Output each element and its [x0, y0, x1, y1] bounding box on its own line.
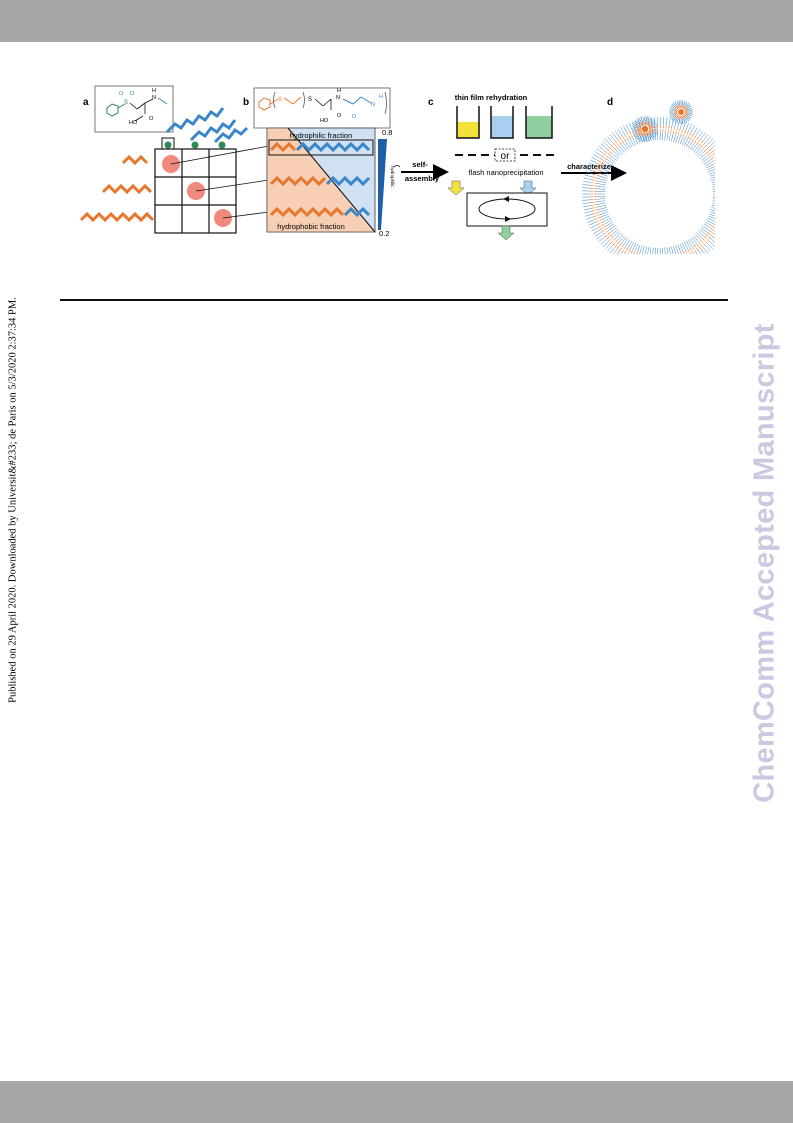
or-label: or — [501, 151, 511, 162]
scale-max-label: 0.8 — [382, 128, 392, 137]
beaker-3-fill — [526, 116, 552, 138]
header-bar — [0, 0, 793, 42]
arrow-self-label: self- — [412, 160, 428, 169]
hydrophilic-chain-1 — [165, 107, 225, 134]
publication-note: Published on 29 April 2020. Downloaded b… — [7, 297, 19, 703]
chem-b-h: H — [337, 88, 341, 94]
footer-bar — [0, 1081, 793, 1123]
hydrophobic-chain-1 — [121, 154, 149, 166]
chem-structure-box-b — [253, 87, 391, 129]
b-row3-blue — [343, 206, 371, 218]
b-row1-orange — [269, 141, 297, 153]
chem-a-s: S — [124, 100, 128, 106]
input-arrow-yellow-icon — [447, 180, 465, 196]
b-row3-orange — [269, 206, 345, 218]
flash-label: flash nanoprecipitation — [468, 168, 543, 177]
micelle-small-2 — [669, 100, 693, 124]
hydrophobic-chain-3 — [79, 211, 155, 223]
chem-a-o1: O — [119, 91, 124, 97]
chem-a-h: H — [152, 88, 156, 94]
beaker-1 — [456, 106, 480, 139]
chem-a-ho: HO — [129, 120, 138, 126]
chem-structure-box-a — [94, 85, 174, 133]
beaker-3 — [525, 106, 553, 139]
benzene-ring-b-icon — [258, 97, 271, 111]
chem-b-ho: HO — [320, 118, 329, 124]
chem-b-n: N — [336, 95, 340, 101]
hydrophilic-chain-3 — [213, 126, 249, 144]
green-dot-1 — [164, 141, 172, 149]
hydrophobic-chain-2 — [101, 183, 153, 195]
chem-b-h2: H — [379, 94, 383, 100]
chem-b-o2: O — [352, 114, 357, 120]
b-row2-blue — [325, 175, 371, 187]
chem-a-n: N — [152, 95, 156, 101]
chem-b-s2: S — [308, 97, 312, 103]
scale-axis-label: hydrophilic — [390, 166, 395, 188]
chem-b-o: O — [337, 113, 342, 119]
benzene-ring-icon — [106, 103, 119, 117]
beaker-2-fill — [491, 116, 513, 138]
chem-a-o2: O — [130, 91, 135, 97]
chem-b-s1: S — [278, 97, 282, 103]
hydrophobic-fraction-label: hydrophobic fraction — [277, 222, 345, 231]
chem-a-o3: O — [149, 116, 154, 122]
panel-label-a: a — [83, 97, 89, 108]
panel-label-d: d — [607, 97, 613, 108]
hydrophilic-chain-2 — [189, 119, 237, 142]
beaker-2 — [490, 106, 514, 139]
green-dot-3 — [218, 141, 226, 149]
watermark: ChemComm Accepted Manuscript — [748, 323, 781, 803]
panel-label-c: c — [428, 97, 434, 108]
hydrophilic-fraction-label: hydrophilic fraction — [290, 131, 353, 140]
b-row1-blue — [295, 141, 371, 153]
section-divider — [60, 299, 728, 301]
highlight-row-box — [268, 139, 374, 156]
arrow-assembly-label: assembly — [405, 174, 440, 183]
scale-min-label: 0.2 — [379, 229, 389, 238]
input-arrow-blue-icon — [519, 180, 537, 196]
thin-film-label: thin film rehydration — [455, 93, 528, 102]
panel-label-b: b — [243, 97, 249, 108]
b-row2-orange — [269, 175, 327, 187]
green-dot-2 — [191, 141, 199, 149]
vesicle — [582, 117, 715, 254]
figure: a S O O N H HO O b S S N H — [79, 85, 715, 254]
output-arrow-green-icon — [497, 225, 515, 241]
beaker-1-fill — [457, 122, 479, 138]
chem-b-n2: N — [371, 102, 375, 108]
scale-wedge — [378, 139, 387, 230]
